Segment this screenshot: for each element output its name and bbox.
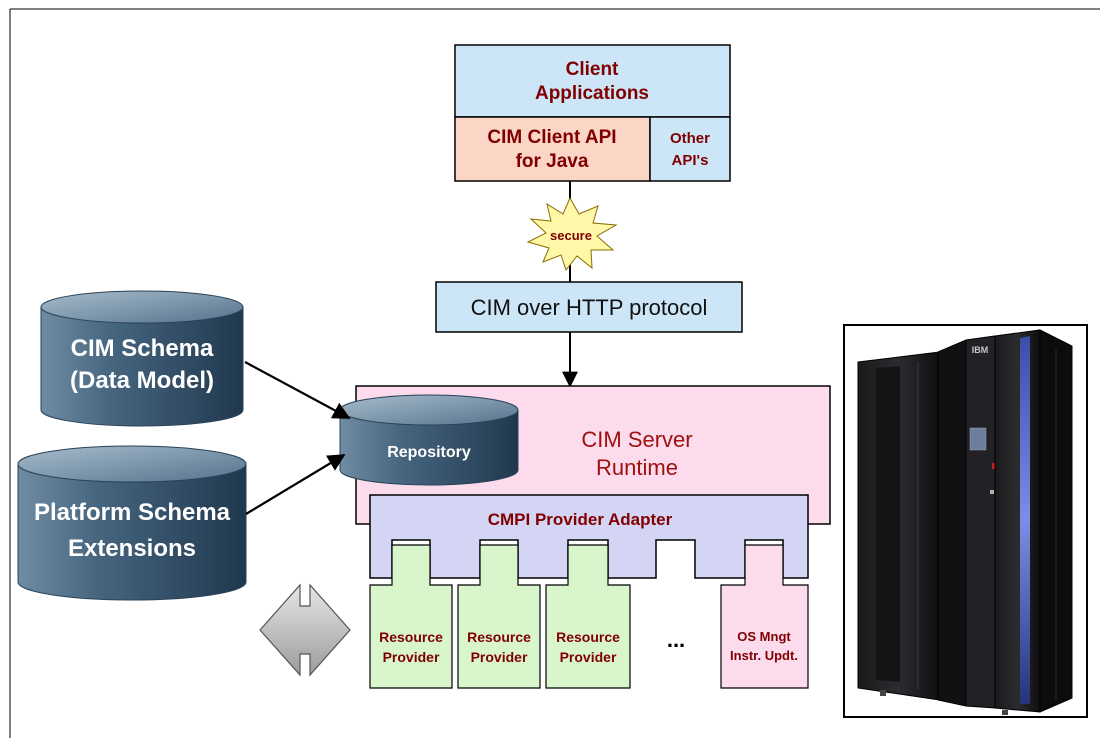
client-stack: Client Applications CIM Client API for J… <box>454 44 731 182</box>
protocol-box <box>435 281 743 333</box>
other-api-box <box>649 116 731 182</box>
client-applications-label-line2: Applications <box>535 83 649 104</box>
secure-label: secure <box>550 228 592 243</box>
platform-schema-label-line1: Platform Schema <box>34 499 231 526</box>
provider-label-line1: Resource <box>467 629 531 645</box>
provider-1: Resource Provider <box>369 544 453 689</box>
cim-schema-to-repository-arrow <box>244 361 351 419</box>
os-provider-label-line1: OS Mngt <box>737 629 791 644</box>
provider-label-line1: Resource <box>556 629 620 645</box>
provider-3: Resource Provider <box>545 544 631 689</box>
provider-label-line2: Provider <box>471 649 528 665</box>
double-arrow-icon <box>259 583 351 677</box>
provider-label-line2: Provider <box>560 649 617 665</box>
platform-schema-to-repository-arrow <box>245 454 346 515</box>
cim-client-api-box <box>454 116 651 182</box>
os-provider-label-line2: Instr. Updt. <box>730 648 798 663</box>
more-providers-ellipsis: ... <box>667 627 685 652</box>
client-applications-box <box>454 44 731 118</box>
protocol-label: CIM over HTTP protocol <box>471 295 708 320</box>
client-applications-label-line1: Client <box>566 59 619 80</box>
provider-label-line2: Provider <box>383 649 440 665</box>
other-api-label-line1: Other <box>670 130 710 147</box>
secure-burst: secure <box>526 196 618 272</box>
cim-client-api-label-line1: CIM Client API <box>487 127 616 148</box>
platform-schema-cylinder: Platform Schema Extensions <box>17 445 247 601</box>
provider-label-line1: Resource <box>379 629 443 645</box>
provider-2: Resource Provider <box>457 544 541 689</box>
cim-server-label-line2: Runtime <box>596 455 678 480</box>
ibm-logo: IBM <box>972 345 989 355</box>
cim-schema-cylinder: CIM Schema (Data Model) <box>40 290 244 427</box>
os-provider: OS Mngt Instr. Updt. <box>720 544 809 689</box>
cim-schema-label-line1: CIM Schema <box>71 335 214 362</box>
starburst-icon <box>526 196 618 272</box>
cim-client-api-label-line2: for Java <box>516 151 589 172</box>
mainframe-image: IBM <box>857 329 1073 715</box>
repository-label: Repository <box>387 444 471 461</box>
other-api-label-line2: API's <box>672 152 709 169</box>
platform-schema-label-line2: Extensions <box>68 535 196 562</box>
cim-server-label-line1: CIM Server <box>581 427 692 452</box>
repository-cylinder: Repository <box>339 394 519 486</box>
cim-schema-label-line2: (Data Model) <box>70 367 214 394</box>
cmpi-adapter-label: CMPI Provider Adapter <box>488 510 673 529</box>
